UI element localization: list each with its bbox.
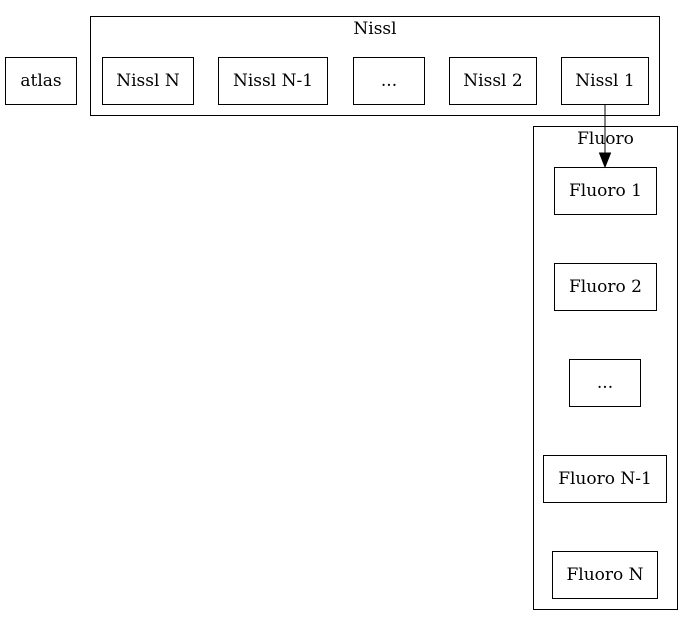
node-nissl-ellipsis: ... — [353, 57, 425, 105]
node-fluoro-1: Fluoro 1 — [554, 167, 657, 215]
node-nissl-ellipsis-label: ... — [380, 71, 398, 91]
cluster-nissl-label: Nissl — [353, 19, 397, 39]
cluster-nissl: Nissl — [90, 16, 660, 116]
node-fluoro-n: Fluoro N — [552, 551, 658, 599]
cluster-fluoro-label: Fluoro — [577, 129, 634, 149]
node-fluoro-n-minus-1: Fluoro N-1 — [543, 455, 667, 503]
node-fluoro-2-label: Fluoro 2 — [569, 277, 642, 297]
node-nissl-2: Nissl 2 — [449, 57, 537, 105]
node-fluoro-2: Fluoro 2 — [554, 263, 657, 311]
node-fluoro-n-label: Fluoro N — [566, 565, 644, 585]
node-atlas: atlas — [5, 57, 77, 105]
node-nissl-n-minus-1-label: Nissl N-1 — [232, 71, 314, 91]
node-nissl-n-label: Nissl N — [116, 71, 180, 91]
node-nissl-n-minus-1: Nissl N-1 — [218, 57, 328, 105]
node-fluoro-ellipsis-label: ... — [596, 373, 614, 393]
node-nissl-1: Nissl 1 — [561, 57, 649, 105]
node-fluoro-ellipsis: ... — [569, 359, 641, 407]
node-fluoro-1-label: Fluoro 1 — [569, 181, 642, 201]
cluster-fluoro: Fluoro — [533, 126, 678, 610]
node-nissl-2-label: Nissl 2 — [463, 71, 523, 91]
node-atlas-label: atlas — [20, 71, 62, 91]
node-nissl-n: Nissl N — [102, 57, 194, 105]
node-nissl-1-label: Nissl 1 — [575, 71, 635, 91]
node-fluoro-n-minus-1-label: Fluoro N-1 — [558, 469, 652, 489]
